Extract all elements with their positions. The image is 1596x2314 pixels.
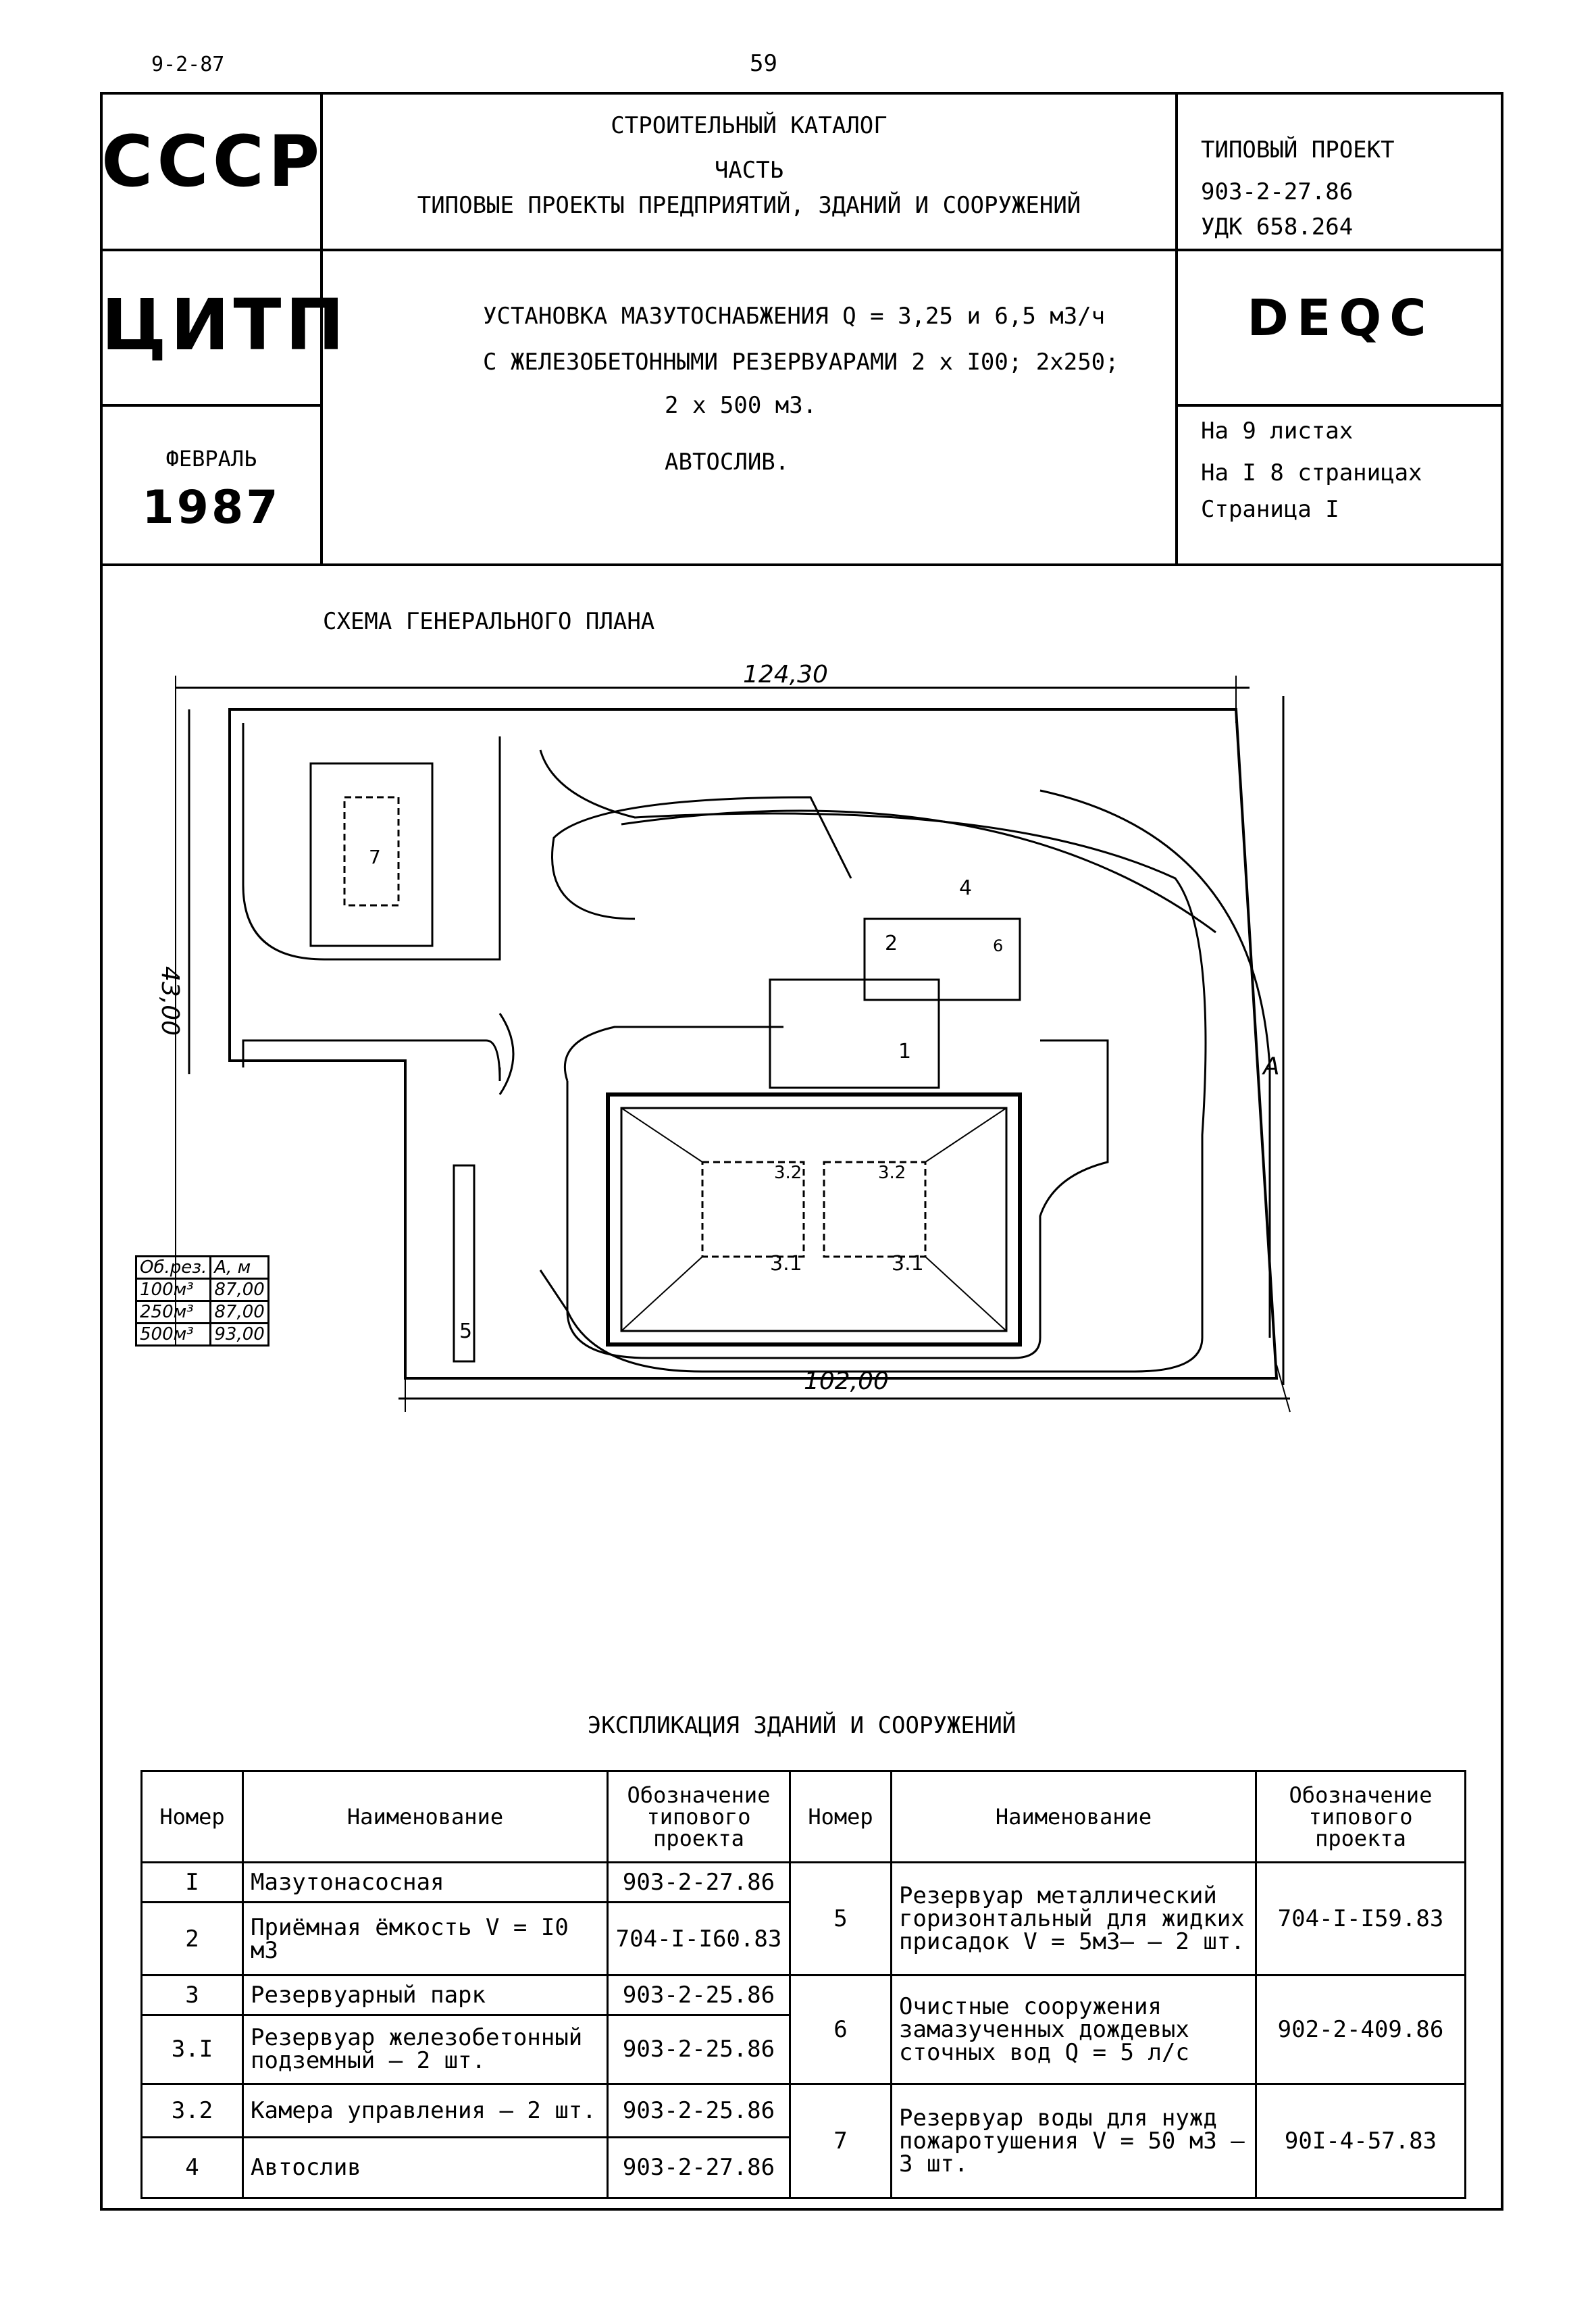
- plan-label-3-1a: 3.1: [770, 1252, 802, 1276]
- legend-header-volume: Об.рез.: [134, 1255, 212, 1280]
- udk: УДК 658.264: [1201, 213, 1354, 241]
- row-num: 4: [140, 2136, 244, 2200]
- plan-label-2: 2: [885, 932, 898, 955]
- row-name: Автослив: [242, 2136, 609, 2200]
- legend-volume-0: 100м³: [134, 1278, 212, 1302]
- document-code: DEQC: [1247, 289, 1435, 347]
- project-label: ТИПОВЫЙ ПРОЕКТ: [1201, 136, 1395, 164]
- title-line-3: 2 х 500 м3.: [665, 392, 817, 419]
- row-num: 2: [140, 1901, 244, 1977]
- row-num: I: [140, 1861, 244, 1904]
- plan-label-1: 1: [898, 1040, 911, 1063]
- row-code: 903-2-25.86: [607, 2014, 791, 2085]
- plan-label-3-2b: 3.2: [878, 1163, 906, 1183]
- divider-h4: [100, 563, 1503, 566]
- row-num: 5: [789, 1861, 892, 1977]
- current-page: Страница I: [1201, 496, 1339, 523]
- page-number: 59: [750, 50, 777, 77]
- legend-header-a: А, м: [209, 1255, 269, 1280]
- row-code: 903-2-25.86: [607, 1974, 791, 2017]
- col-header-name-left: Наименование: [242, 1769, 609, 1864]
- explication-title: ЭКСПЛИКАЦИЯ ЗДАНИЙ И СООРУЖЕНИЙ: [587, 1712, 1016, 1739]
- row-name: Резервуар воды для нужд пожаротушения V …: [890, 2082, 1257, 2200]
- plan-label-7: 7: [369, 846, 381, 868]
- row-name: Мазутонасосная: [242, 1861, 609, 1904]
- plan-label-5: 5: [459, 1319, 472, 1343]
- plan-label-3-1b: 3.1: [892, 1252, 924, 1276]
- plan-title: СХЕМА ГЕНЕРАЛЬНОГО ПЛАНА: [323, 608, 655, 635]
- series-code: 9-2-87: [151, 53, 225, 76]
- project-number: 903-2-27.86: [1201, 178, 1354, 205]
- row-code: 90I-4-57.83: [1255, 2082, 1466, 2200]
- legend-a-0: 87,00: [209, 1278, 269, 1302]
- row-name: Камера управления – 2 шт.: [242, 2082, 609, 2138]
- year-label: 1987: [142, 481, 281, 534]
- catalog-line-3: ТИПОВЫЕ ПРОЕКТЫ ПРЕДПРИЯТИЙ, ЗДАНИЙ И СО…: [417, 192, 1081, 219]
- row-code: 903-2-27.86: [607, 1861, 791, 1904]
- row-name: Резервуар металлический горизонтальный д…: [890, 1861, 1257, 1977]
- col-header-code-left: Обозначение типового проекта: [607, 1769, 791, 1864]
- row-name: Резервуар железобетонный подземный – 2 ш…: [242, 2014, 609, 2085]
- row-num: 3.I: [140, 2014, 244, 2085]
- site-plan: 124,30 43,00 102,00 А 1 2 3.1 3.1 3.2 3.…: [156, 662, 1291, 1413]
- row-code: 902-2-409.86: [1255, 1974, 1466, 2085]
- row-name: Резервуарный парк: [242, 1974, 609, 2017]
- title-line-2: С ЖЕЛЕЗОБЕТОННЫМИ РЕЗЕРВУАРАМИ 2 х I00; …: [483, 349, 1119, 376]
- col-header-name-right: Наименование: [890, 1769, 1257, 1864]
- row-code: 903-2-27.86: [607, 2136, 791, 2200]
- divider-h3: [1175, 404, 1503, 407]
- divider-v1: [320, 92, 323, 565]
- row-code: 704-I-I60.83: [607, 1901, 791, 1977]
- org-label: ЦИТП: [101, 284, 349, 366]
- catalog-line-2: ЧАСТЬ: [714, 157, 784, 184]
- drawing-frame: [100, 92, 1503, 2211]
- title-line-1: УСТАНОВКА МАЗУТОСНАБЖЕНИЯ Q = 3,25 и 6,5…: [483, 303, 1106, 330]
- dimension-legend: Об.рез. А, м 100м³ 87,00 250м³ 87,00 500…: [134, 1255, 269, 1347]
- legend-volume-2: 500м³: [134, 1322, 212, 1347]
- pages-count: На I 8 страницах: [1201, 459, 1422, 486]
- row-name: Очистные сооружения замазученных дождевы…: [890, 1974, 1257, 2085]
- plan-label-3-2a: 3.2: [774, 1163, 802, 1183]
- row-num: 7: [789, 2082, 892, 2200]
- plan-label-6: 6: [993, 936, 1003, 955]
- divider-h1: [100, 249, 1503, 251]
- divider-h2: [100, 404, 323, 407]
- legend-a-1: 87,00: [209, 1300, 269, 1324]
- col-header-code-right: Обозначение типового проекта: [1255, 1769, 1466, 1864]
- col-header-number-left: Номер: [140, 1769, 244, 1864]
- row-code: 903-2-25.86: [607, 2082, 791, 2138]
- site-boundary: [228, 708, 1279, 1380]
- plan-dim-right: А: [1262, 1053, 1280, 1080]
- row-num: 3: [140, 1974, 244, 2017]
- row-code: 704-I-I59.83: [1255, 1861, 1466, 1977]
- plan-label-4: 4: [959, 876, 972, 900]
- plan-dim-left: 43,00: [156, 966, 184, 1036]
- divider-v2: [1175, 92, 1178, 565]
- sheets-count: На 9 листах: [1201, 418, 1354, 445]
- row-num: 3.2: [140, 2082, 244, 2138]
- legend-a-2: 93,00: [209, 1322, 269, 1347]
- col-header-number-right: Номер: [789, 1769, 892, 1864]
- plan-dim-top: 124,30: [743, 662, 828, 688]
- row-num: 6: [789, 1974, 892, 2085]
- catalog-line-1: СТРОИТЕЛЬНЫЙ КАТАЛОГ: [611, 112, 887, 139]
- legend-volume-1: 250м³: [134, 1300, 212, 1324]
- title-line-4: АВТОСЛИВ.: [665, 449, 790, 476]
- explication-table: Номер Наименование Обозначение типового …: [140, 1769, 1466, 2200]
- month-label: ФЕВРАЛЬ: [165, 446, 257, 472]
- row-name: Приёмная ёмкость V = I0 м3: [242, 1901, 609, 1977]
- country-label: СССР: [101, 120, 324, 203]
- plan-dim-bottom: 102,00: [804, 1367, 889, 1395]
